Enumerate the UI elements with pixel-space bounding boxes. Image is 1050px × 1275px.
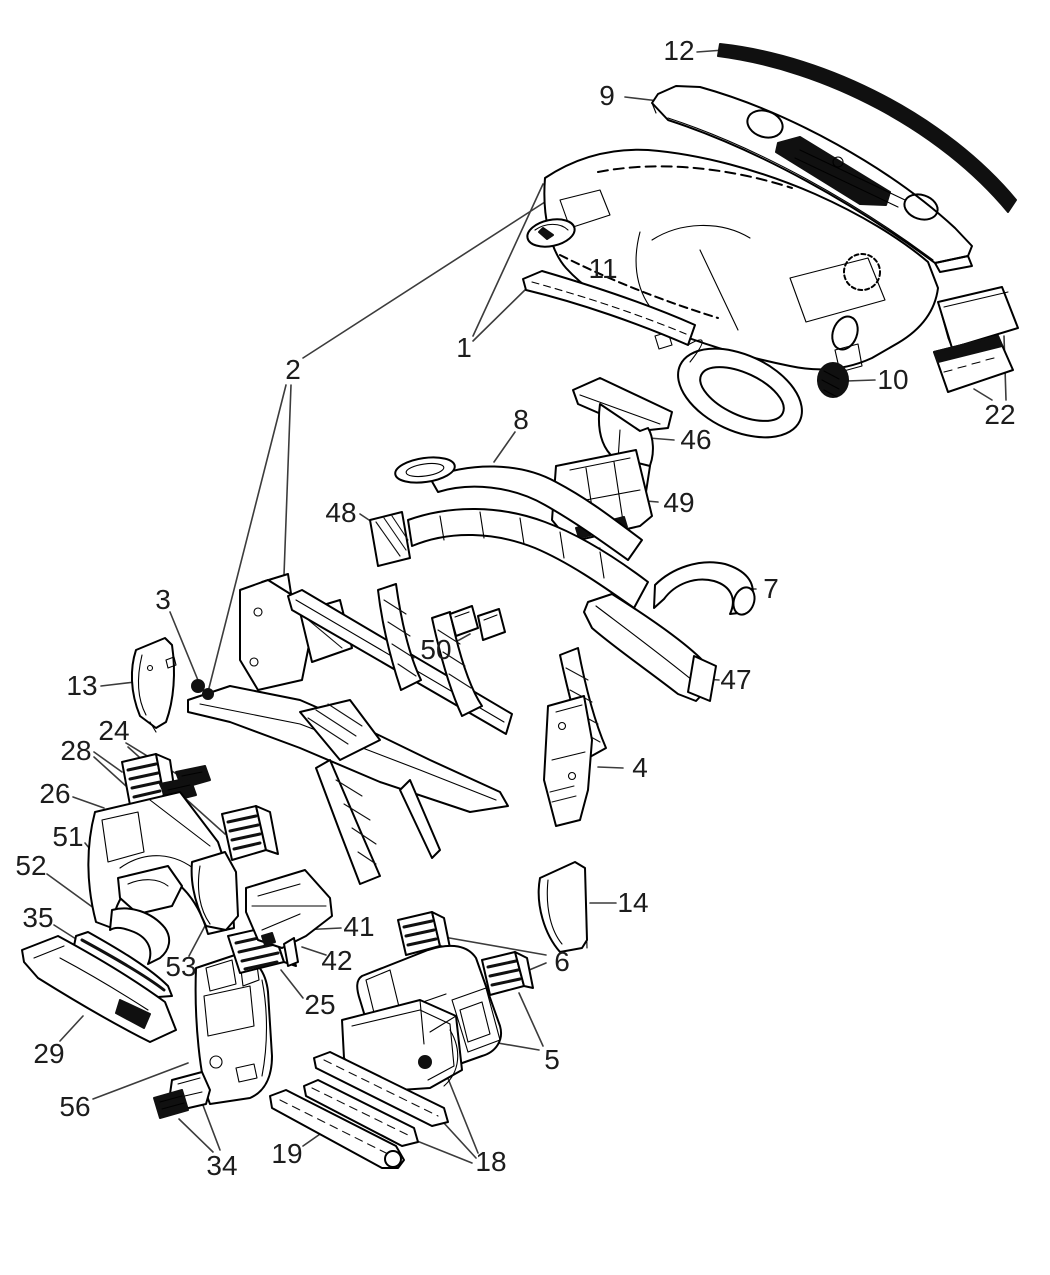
airbag-module-part <box>933 286 1019 393</box>
callout-29: 29 <box>33 1038 65 1069</box>
callout-34: 34 <box>206 1150 238 1181</box>
callout-10: 10 <box>877 364 909 395</box>
callout-56: 56 <box>59 1091 91 1122</box>
callout-18: 18 <box>475 1146 507 1177</box>
demister-elbow-part <box>653 561 756 616</box>
weatherstrip-part <box>717 43 1017 213</box>
defroster-panel-part <box>651 85 973 273</box>
callout-24: 24 <box>98 715 130 746</box>
callout-14: 14 <box>617 887 649 918</box>
callout-9: 9 <box>599 80 615 111</box>
callout-2: 2 <box>285 354 301 385</box>
callout-7: 7 <box>763 573 779 604</box>
callout-12: 12 <box>663 35 695 66</box>
crossbeam-assembly-part <box>187 573 607 885</box>
callout-11: 11 <box>588 253 618 284</box>
callout-19: 19 <box>271 1138 303 1169</box>
switch-box-part <box>153 1071 211 1119</box>
callout-53: 53 <box>165 951 197 982</box>
hook-trim-part <box>109 907 171 965</box>
center-demister-vent-part <box>221 805 279 861</box>
cluster-shroud-part <box>190 851 239 931</box>
callout-28: 28 <box>60 735 92 766</box>
callout-6: 6 <box>554 946 570 977</box>
callout-3: 3 <box>155 584 171 615</box>
demister-hose-part <box>394 456 643 561</box>
callout-4: 4 <box>632 752 648 783</box>
trim-strip-part <box>522 270 803 439</box>
callout-22: 22 <box>984 399 1016 430</box>
right-duct-part <box>583 593 717 702</box>
callout-46: 46 <box>680 424 712 455</box>
sill-strips-part <box>269 1051 449 1169</box>
callout-47: 47 <box>720 664 752 695</box>
callout-52: 52 <box>15 850 47 881</box>
callout-50: 50 <box>420 634 452 665</box>
grommet-part <box>817 362 849 398</box>
callout-25: 25 <box>304 989 336 1020</box>
column-bracket-part <box>117 865 183 915</box>
callout-48: 48 <box>325 497 357 528</box>
callout-51: 51 <box>52 821 84 852</box>
switch-bezel-part <box>449 605 506 641</box>
right-end-cap-part <box>537 861 588 953</box>
callout-49: 49 <box>663 487 695 518</box>
glovebox-bin-part <box>341 999 463 1093</box>
radio-support-bracket-part <box>245 869 333 967</box>
callout-26: 26 <box>39 778 71 809</box>
vent-outlets-part <box>397 911 534 996</box>
callout-5: 5 <box>544 1044 560 1075</box>
callout-13: 13 <box>66 670 98 701</box>
access-cap-part <box>526 218 576 248</box>
beam-bracket-part <box>543 695 593 827</box>
left-end-cap-part <box>130 637 177 733</box>
callout-35: 35 <box>22 902 54 933</box>
callout-42: 42 <box>321 945 353 976</box>
leader-lines <box>46 49 1007 1164</box>
callout-41: 41 <box>343 911 375 942</box>
callout-1: 1 <box>456 332 472 363</box>
lower-left-panel-part <box>21 935 177 1043</box>
callout-8: 8 <box>513 404 529 435</box>
